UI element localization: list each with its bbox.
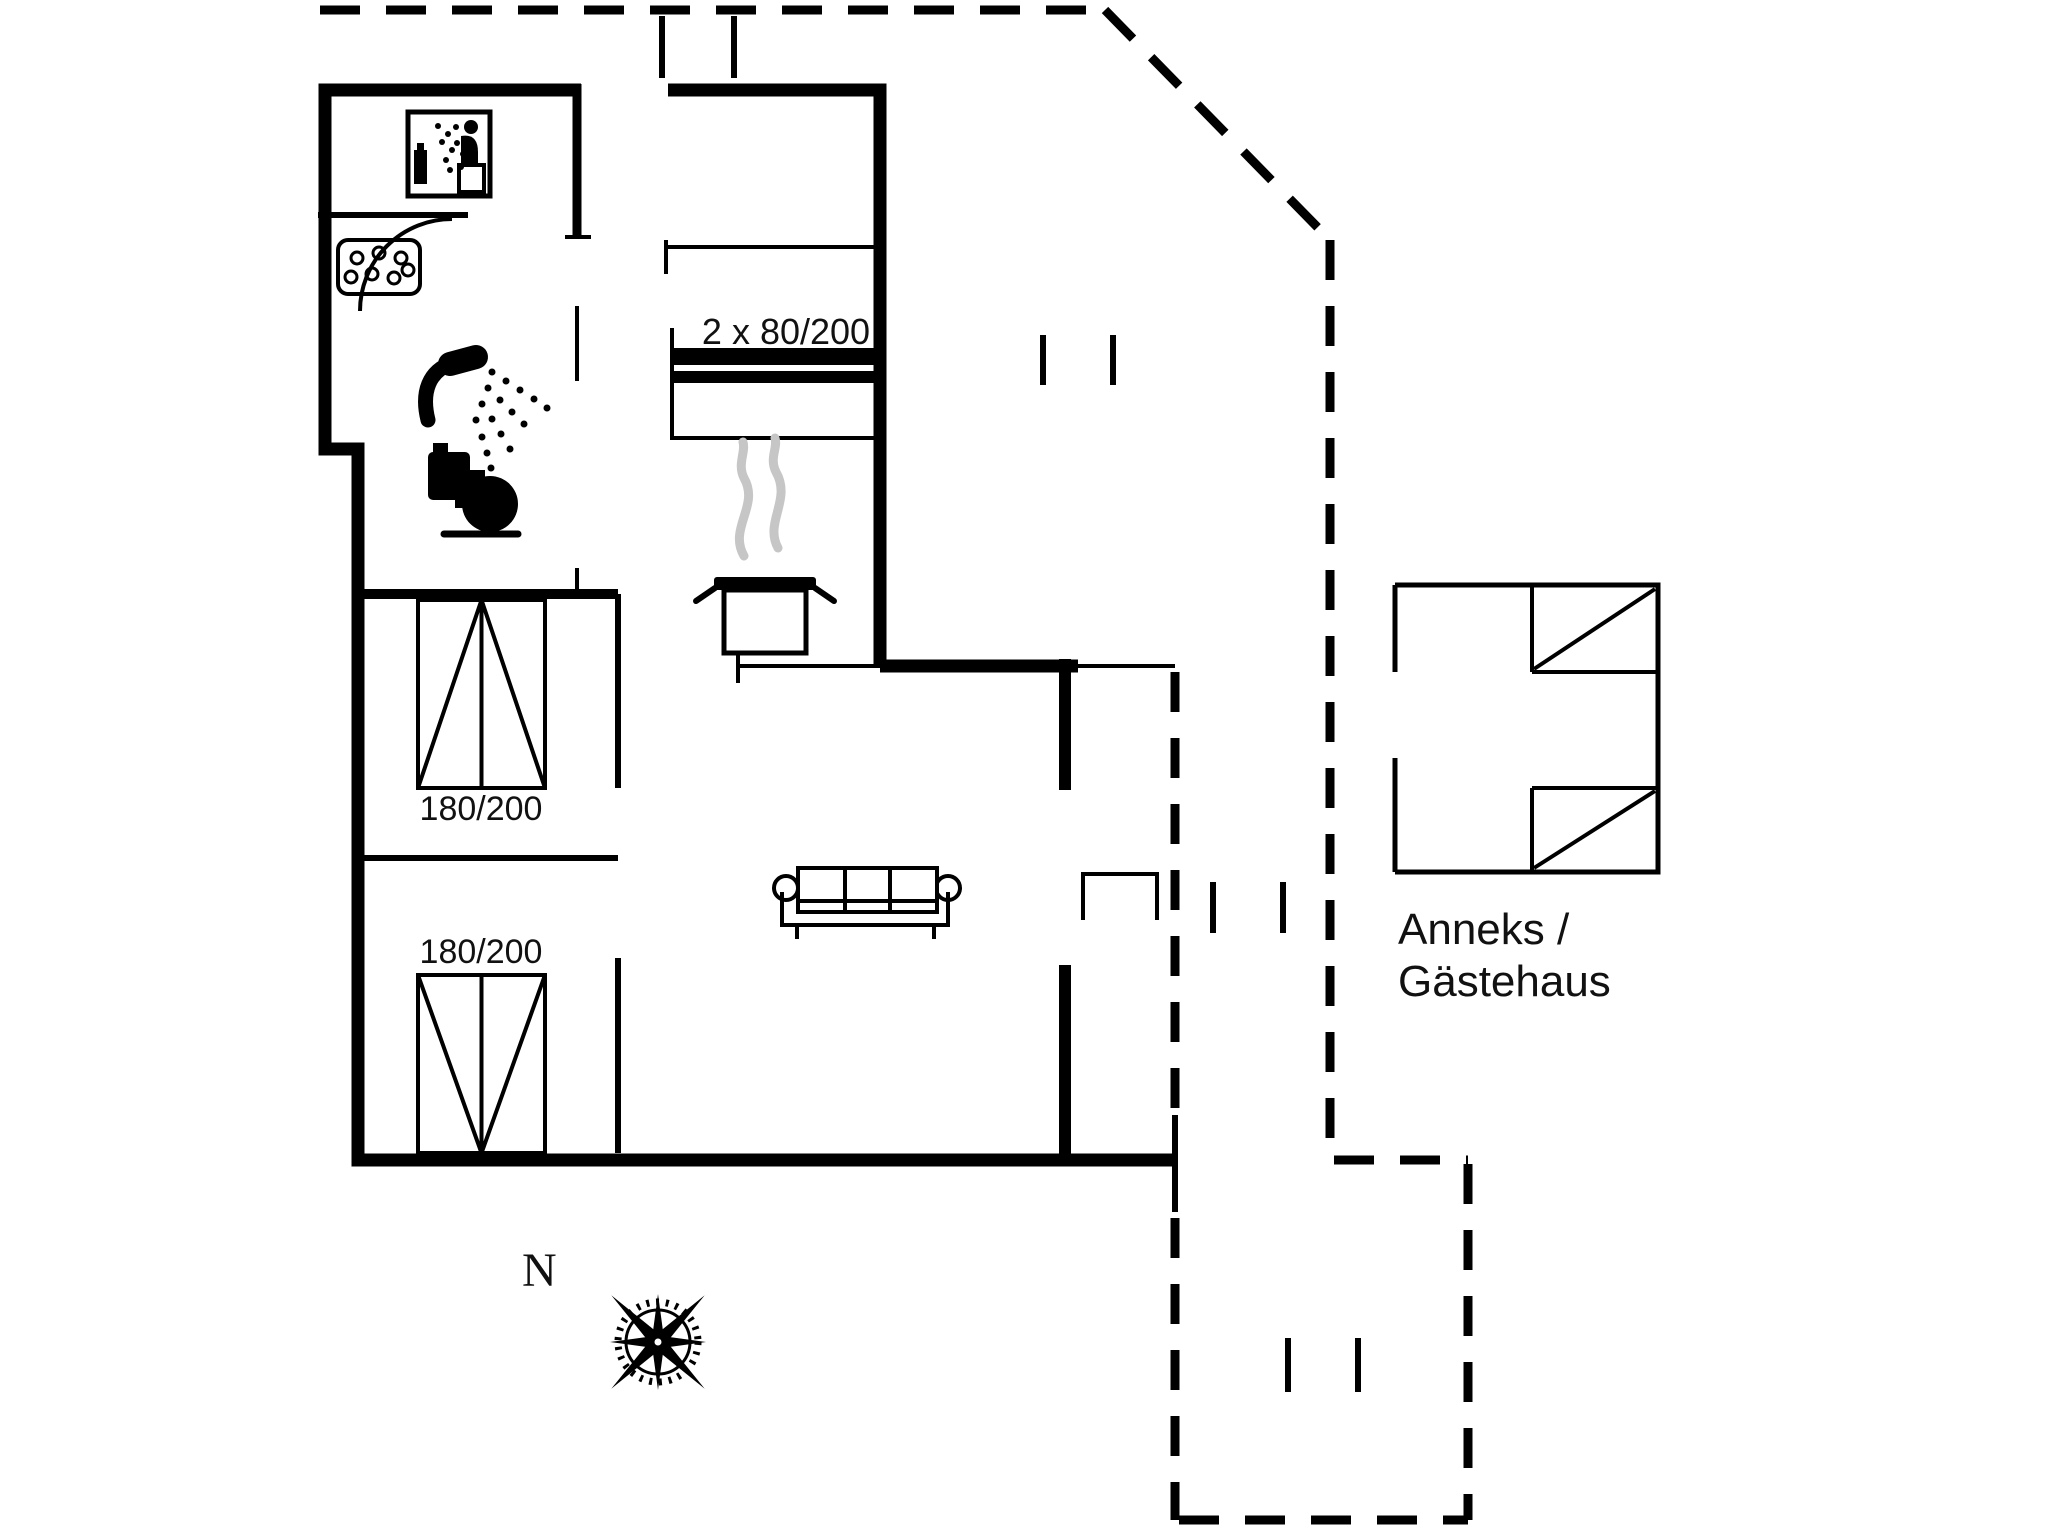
pot-body bbox=[721, 587, 809, 656]
sofa-cushions bbox=[796, 866, 939, 914]
washing-machine-drum-box bbox=[457, 163, 486, 194]
compass-rose: N bbox=[522, 1244, 706, 1390]
sofa-base bbox=[780, 892, 950, 927]
annex-bed-bottom-diagonal bbox=[1532, 789, 1657, 870]
annex: Anneks / Gästehaus bbox=[1392, 582, 1661, 1006]
bunk-bed-lower-bar bbox=[672, 371, 880, 383]
steam-wisp-left bbox=[734, 437, 754, 561]
house-left-wall bbox=[318, 83, 365, 1160]
annex-bed-bottom-frame bbox=[1530, 786, 1656, 870]
sofa-feet bbox=[795, 925, 936, 939]
sofa-arm-left bbox=[772, 874, 800, 902]
bedroom2-bed-diagonals bbox=[416, 974, 547, 1159]
bedroom2-bed-size-label: 180/200 bbox=[420, 933, 543, 971]
terrace-dashed-boundary bbox=[320, 5, 1473, 1525]
shower-head bbox=[438, 345, 488, 376]
annex-label-line1: Anneks / bbox=[1398, 905, 1570, 954]
opening-marks bbox=[659, 16, 1361, 1392]
house-exterior-walls bbox=[318, 83, 1178, 1212]
washing-machine-icon bbox=[405, 109, 493, 199]
bedroom2: 180/200 bbox=[416, 933, 547, 1159]
pot-handle-right bbox=[812, 585, 837, 604]
bunk-room: 2 x 80/200 bbox=[670, 311, 882, 440]
annex-bed-top bbox=[1530, 587, 1657, 674]
sink-bubbles bbox=[343, 245, 416, 286]
sink-icon bbox=[336, 238, 422, 296]
kitchen-icons bbox=[693, 433, 837, 656]
steam-wisp-right bbox=[768, 433, 786, 553]
terrace-diagonal-dashed-line bbox=[1101, 6, 1334, 244]
annex-label-line2: Gästehaus bbox=[1398, 957, 1611, 1006]
shower-icon bbox=[418, 345, 551, 472]
annex-bed-top-frame bbox=[1530, 587, 1656, 674]
annex-bed-top-diagonal bbox=[1532, 587, 1657, 671]
washing-machine-frame bbox=[405, 109, 493, 199]
house-interior-walls bbox=[318, 84, 880, 1153]
sofa-icon bbox=[772, 866, 962, 939]
bedroom1-bed-diagonals bbox=[416, 593, 547, 789]
washing-machine-person-head bbox=[464, 120, 478, 134]
washing-machine-bottle-cap bbox=[417, 143, 424, 151]
annex-outer-walls bbox=[1395, 582, 1661, 875]
shower-spray-dots bbox=[472, 368, 551, 472]
pot-rim bbox=[714, 577, 816, 590]
annex-bed-bottom bbox=[1530, 786, 1657, 870]
washing-machine-bottle bbox=[414, 150, 427, 184]
bedroom1: 180/200 bbox=[416, 593, 547, 828]
bathroom-icons bbox=[336, 109, 551, 538]
washing-machine-person-body bbox=[461, 135, 478, 166]
toilet-knob bbox=[433, 443, 448, 452]
bunk-bed-size-label: 2 x 80/200 bbox=[702, 311, 870, 352]
pot-handle-left bbox=[693, 585, 718, 604]
compass-north-label: N bbox=[522, 1244, 557, 1297]
terrace-door-frame-mark bbox=[1081, 872, 1159, 920]
sofa-cushion-dividers bbox=[798, 868, 937, 912]
toilet-bowl bbox=[462, 476, 518, 532]
compass-hub bbox=[652, 1336, 664, 1348]
bunk-bed-upper-bar bbox=[672, 350, 880, 365]
bedroom1-bed-size-label: 180/200 bbox=[420, 790, 543, 828]
toilet-icon bbox=[428, 443, 522, 538]
sink-tray bbox=[336, 238, 422, 296]
